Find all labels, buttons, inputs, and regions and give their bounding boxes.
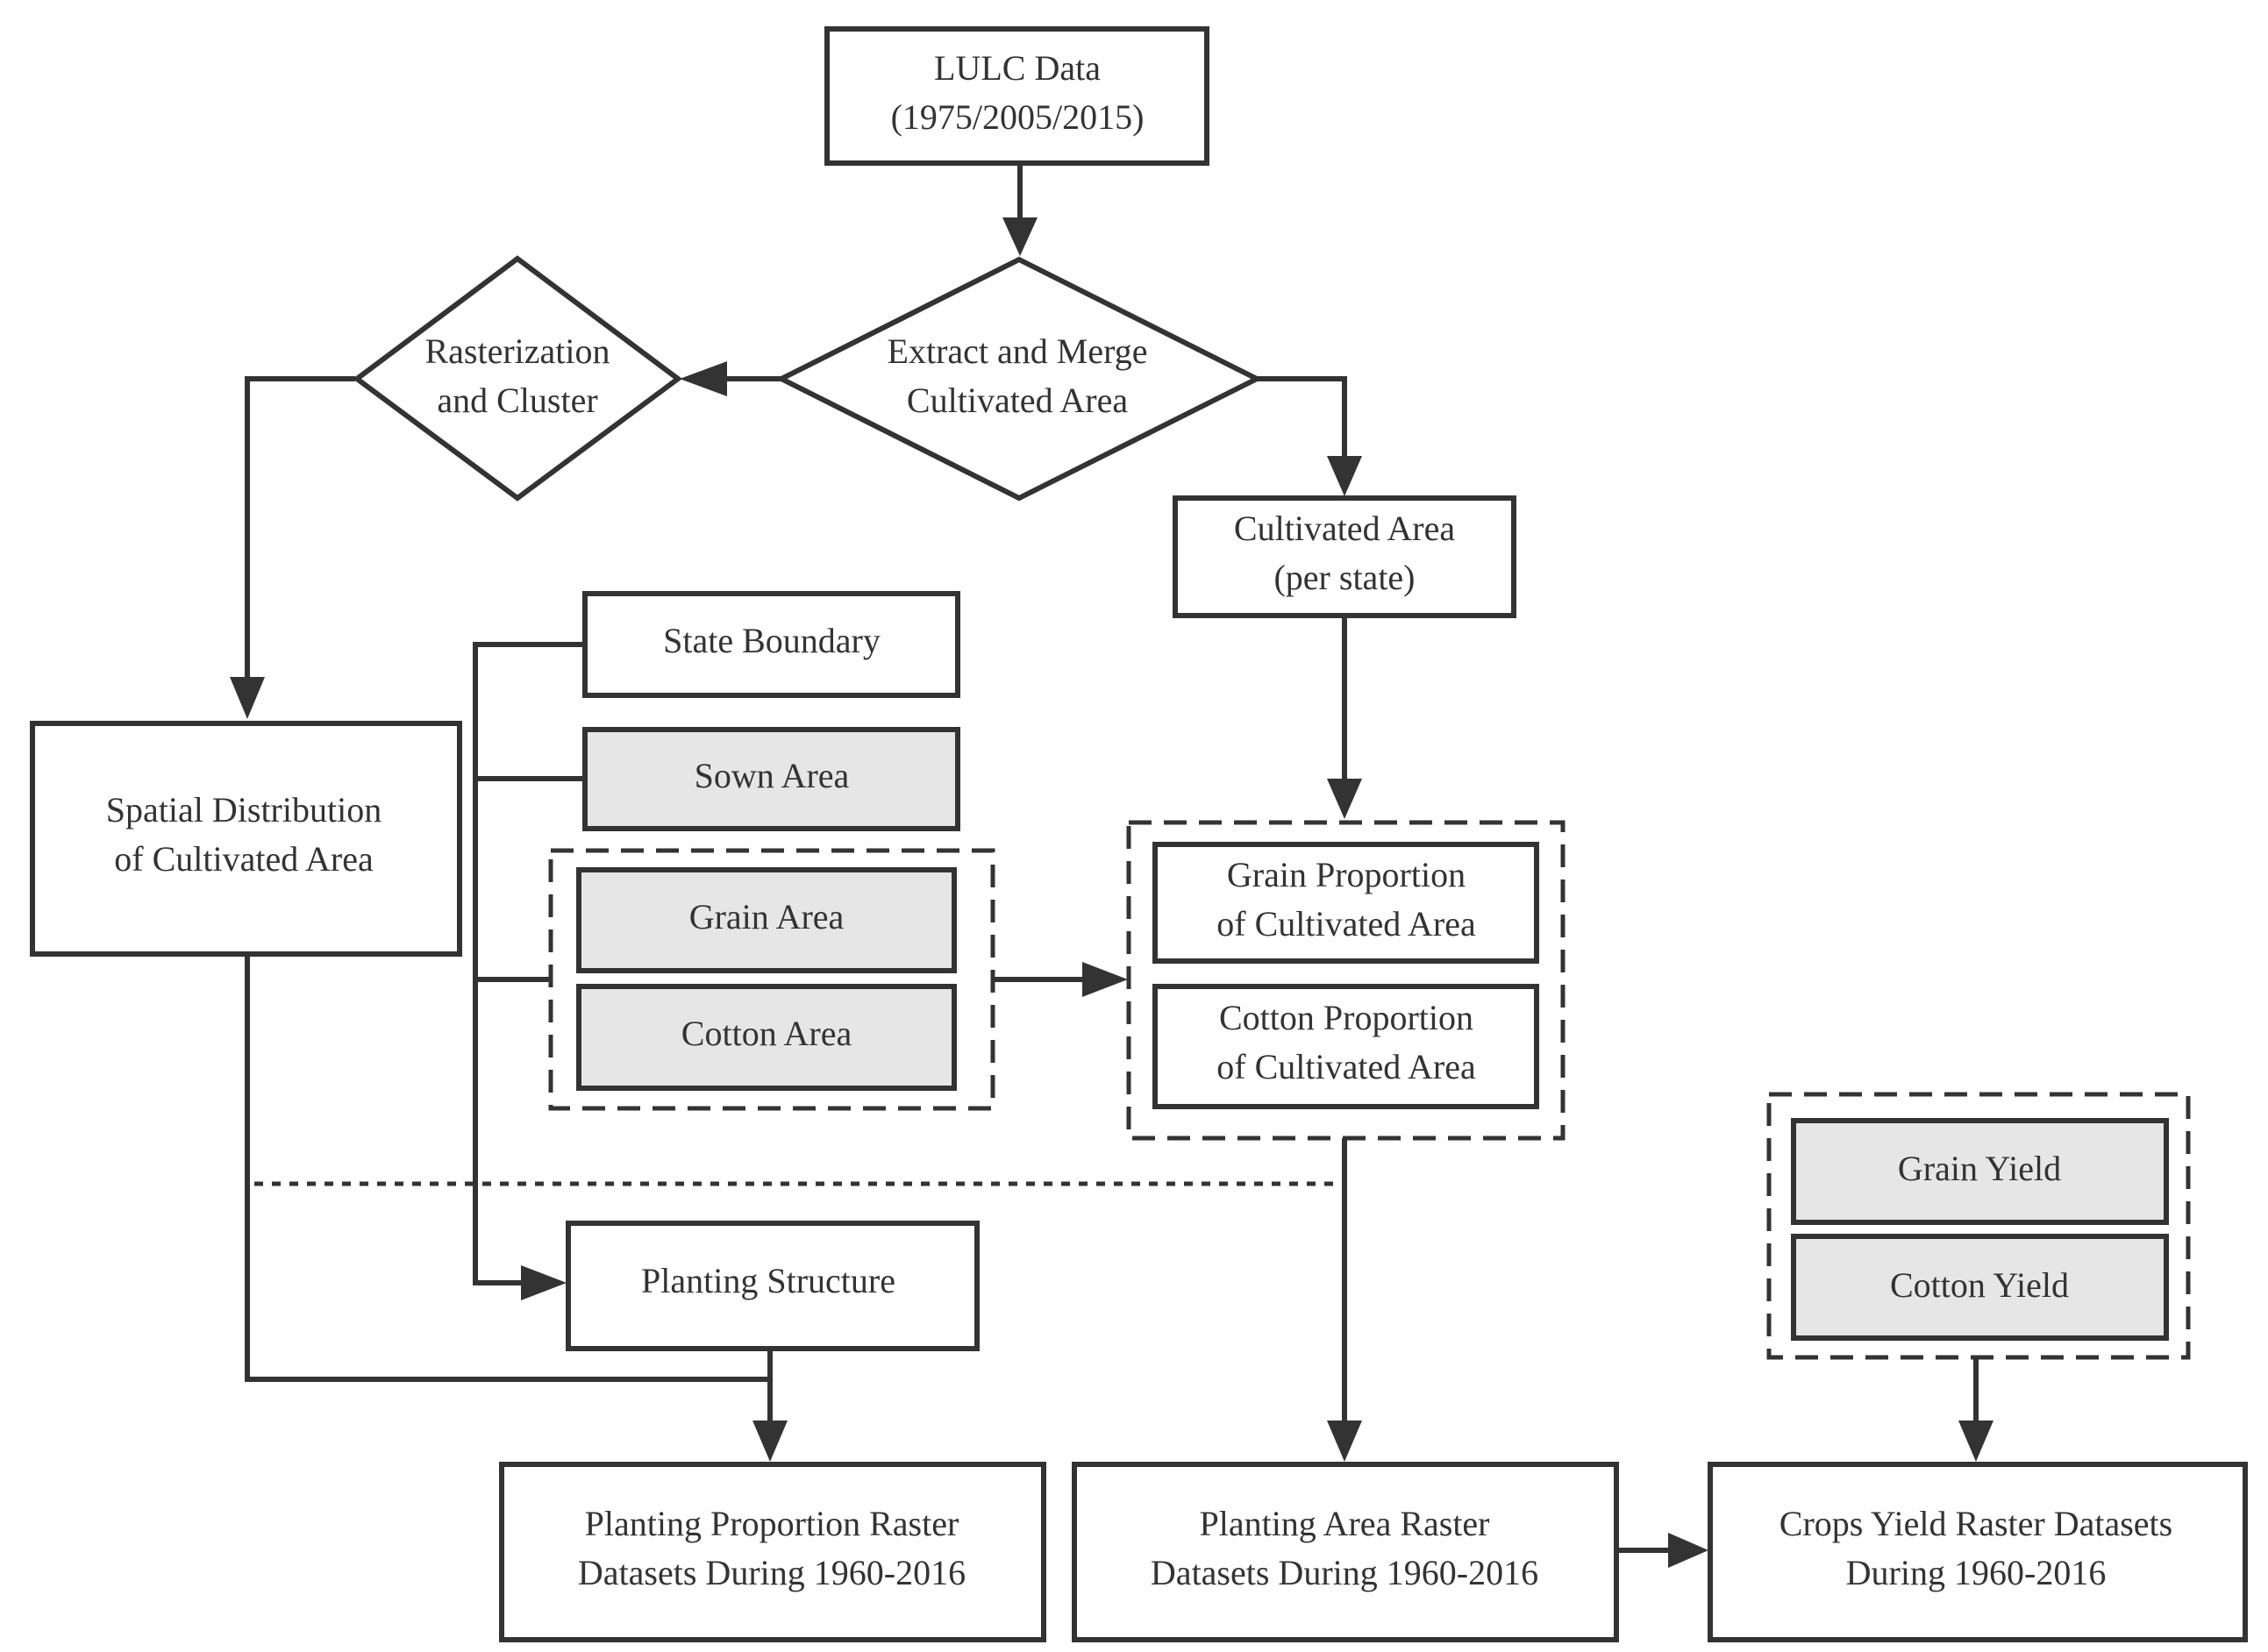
label-line: (per state) xyxy=(1273,558,1415,597)
cultivated-area-label: Cultivated Area (per state) xyxy=(1234,509,1455,597)
label-line: Planting Proportion Raster xyxy=(585,1504,959,1543)
arrowhead-ppr-top xyxy=(752,1421,788,1462)
planting-structure-node: Planting Structure xyxy=(566,1221,980,1351)
state-boundary-label: State Boundary xyxy=(663,621,881,660)
grain-proportion-node: Grain Proportion of Cultivated Area xyxy=(1152,842,1539,964)
proportion-group xyxy=(1126,820,1565,1141)
label-line: Rasterization xyxy=(424,331,610,371)
cultivated-area-node: Cultivated Area (per state) xyxy=(1173,495,1516,618)
label-line: Crops Yield Raster Datasets xyxy=(1779,1504,2172,1543)
cotton-area-label: Cotton Area xyxy=(681,1014,852,1053)
label-line: of Cultivated Area xyxy=(1216,904,1476,943)
lulc-data-label: LULC Data (1975/2005/2015) xyxy=(891,48,1145,137)
arrowhead-raster-right xyxy=(680,361,727,396)
arrowhead-propgroup-left xyxy=(1082,962,1128,997)
arrowhead-planting-structure-left xyxy=(521,1265,567,1300)
label-line: Cotton Yield xyxy=(1890,1265,2069,1305)
label-line: Extract and Merge xyxy=(888,331,1148,371)
label-line: of Cultivated Area xyxy=(1216,1047,1476,1086)
rasterization-diamond xyxy=(352,255,683,502)
planting-area-raster-box xyxy=(1072,1462,1619,1642)
edge-extract-to-cultarea xyxy=(1257,376,1347,472)
yield-group xyxy=(1766,1092,2191,1360)
arrowhead-propgroup-top xyxy=(1327,779,1362,819)
label-line: Datasets During 1960-2016 xyxy=(1151,1553,1538,1592)
label-line: Grain Yield xyxy=(1898,1149,2061,1188)
label-line: Grain Proportion xyxy=(1227,855,1466,894)
cotton-area-box xyxy=(576,984,957,1091)
rasterization-node: Rasterization and Cluster xyxy=(352,255,683,502)
label-line: Cultivated Area xyxy=(907,381,1128,420)
planting-structure-label: Planting Structure xyxy=(641,1261,895,1300)
sown-area-node: Sown Area xyxy=(582,727,960,831)
cotton-proportion-node: Cotton Proportion of Cultivated Area xyxy=(1152,984,1539,1109)
label-line: LULC Data xyxy=(934,48,1101,88)
cotton-proportion-label: Cotton Proportion of Cultivated Area xyxy=(1216,998,1476,1086)
grain-yield-box xyxy=(1791,1118,2169,1225)
rasterization-label: Rasterization and Cluster xyxy=(424,331,610,420)
crops-yield-raster-box xyxy=(1708,1462,2248,1642)
label-line: Spatial Distribution xyxy=(106,790,382,830)
grain-area-node: Grain Area xyxy=(576,867,957,973)
arrowhead-cyr-top xyxy=(1958,1421,1993,1462)
grain-proportion-box xyxy=(1152,842,1539,964)
edge-spatial-to-ppr xyxy=(245,954,770,1382)
state-boundary-node: State Boundary xyxy=(582,591,960,698)
label-line: Datasets During 1960-2016 xyxy=(578,1553,966,1592)
cultivated-area-box xyxy=(1173,495,1516,618)
label-line: Planting Structure xyxy=(641,1261,895,1300)
grain-yield-label: Grain Yield xyxy=(1898,1149,2061,1188)
grain-area-label: Grain Area xyxy=(689,897,845,936)
edges xyxy=(230,165,1993,1568)
label-line: of Cultivated Area xyxy=(114,839,374,879)
cotton-yield-node: Cotton Yield xyxy=(1791,1234,2169,1341)
sown-area-box xyxy=(582,727,960,831)
crop-area-group xyxy=(548,848,995,1111)
edge-inputs-bracket xyxy=(473,642,585,1285)
cotton-yield-box xyxy=(1791,1234,2169,1341)
spatial-distribution-label: Spatial Distribution of Cultivated Area xyxy=(106,790,382,879)
arrowhead-par-top xyxy=(1327,1421,1362,1462)
label-line: Cotton Proportion xyxy=(1219,998,1473,1037)
spatial-distribution-box xyxy=(30,721,462,957)
label-line: Grain Area xyxy=(689,897,845,936)
label-line: (1975/2005/2015) xyxy=(891,97,1145,137)
label-line: Cotton Area xyxy=(681,1014,852,1053)
grain-yield-node: Grain Yield xyxy=(1791,1118,2169,1225)
label-line: Cultivated Area xyxy=(1234,509,1455,548)
label-line: During 1960-2016 xyxy=(1846,1553,2107,1592)
planting-structure-box xyxy=(566,1221,980,1351)
lulc-data-node: LULC Data (1975/2005/2015) xyxy=(824,26,1209,166)
label-line: and Cluster xyxy=(437,381,597,420)
state-boundary-box xyxy=(582,591,960,698)
cotton-proportion-box xyxy=(1152,984,1539,1109)
label-line: State Boundary xyxy=(663,621,881,660)
extract-merge-diamond xyxy=(775,256,1263,502)
arrowhead-cyr-left xyxy=(1668,1533,1708,1568)
lulc-data-box xyxy=(824,26,1209,166)
cotton-yield-label: Cotton Yield xyxy=(1890,1265,2069,1305)
sown-area-label: Sown Area xyxy=(695,756,850,795)
arrowhead-extract-top xyxy=(1002,217,1038,256)
arrowhead-cultarea-top xyxy=(1327,456,1362,496)
arrowhead-spatial-top xyxy=(230,677,265,719)
grain-proportion-label: Grain Proportion of Cultivated Area xyxy=(1216,855,1476,943)
edge-raster-to-spatial xyxy=(245,376,355,693)
cotton-area-node: Cotton Area xyxy=(576,984,957,1091)
grain-area-box xyxy=(576,867,957,973)
planting-proportion-raster-box xyxy=(499,1462,1046,1642)
label-line: Planting Area Raster xyxy=(1199,1504,1489,1543)
label-line: Sown Area xyxy=(695,756,850,795)
spatial-distribution-node: Spatial Distribution of Cultivated Area xyxy=(30,721,462,957)
